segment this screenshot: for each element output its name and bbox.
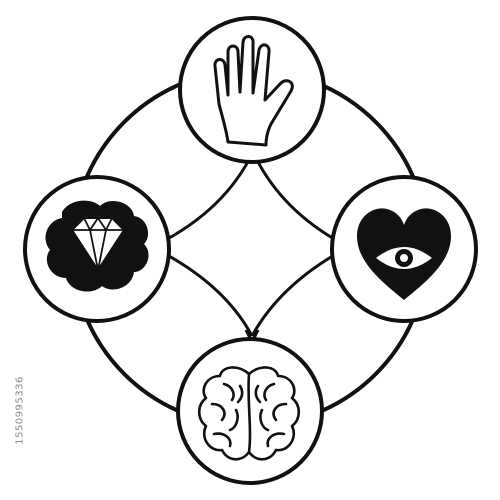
heart-eye-icon [357,208,451,300]
brain-icon [197,366,301,461]
stock-id-label: 1550995336 [14,376,26,445]
node-right [330,175,478,323]
node-bottom [176,337,324,485]
arc-top-right [251,151,344,246]
node-left [23,175,171,323]
inner-curved-diamond [147,145,353,346]
node-top [178,16,326,164]
hand-icon [213,35,294,147]
diamond-cloud-icon [45,200,149,292]
arc-bottom-left [157,248,254,337]
arc-top-left [157,151,255,246]
arc-bottom-right [250,248,344,337]
